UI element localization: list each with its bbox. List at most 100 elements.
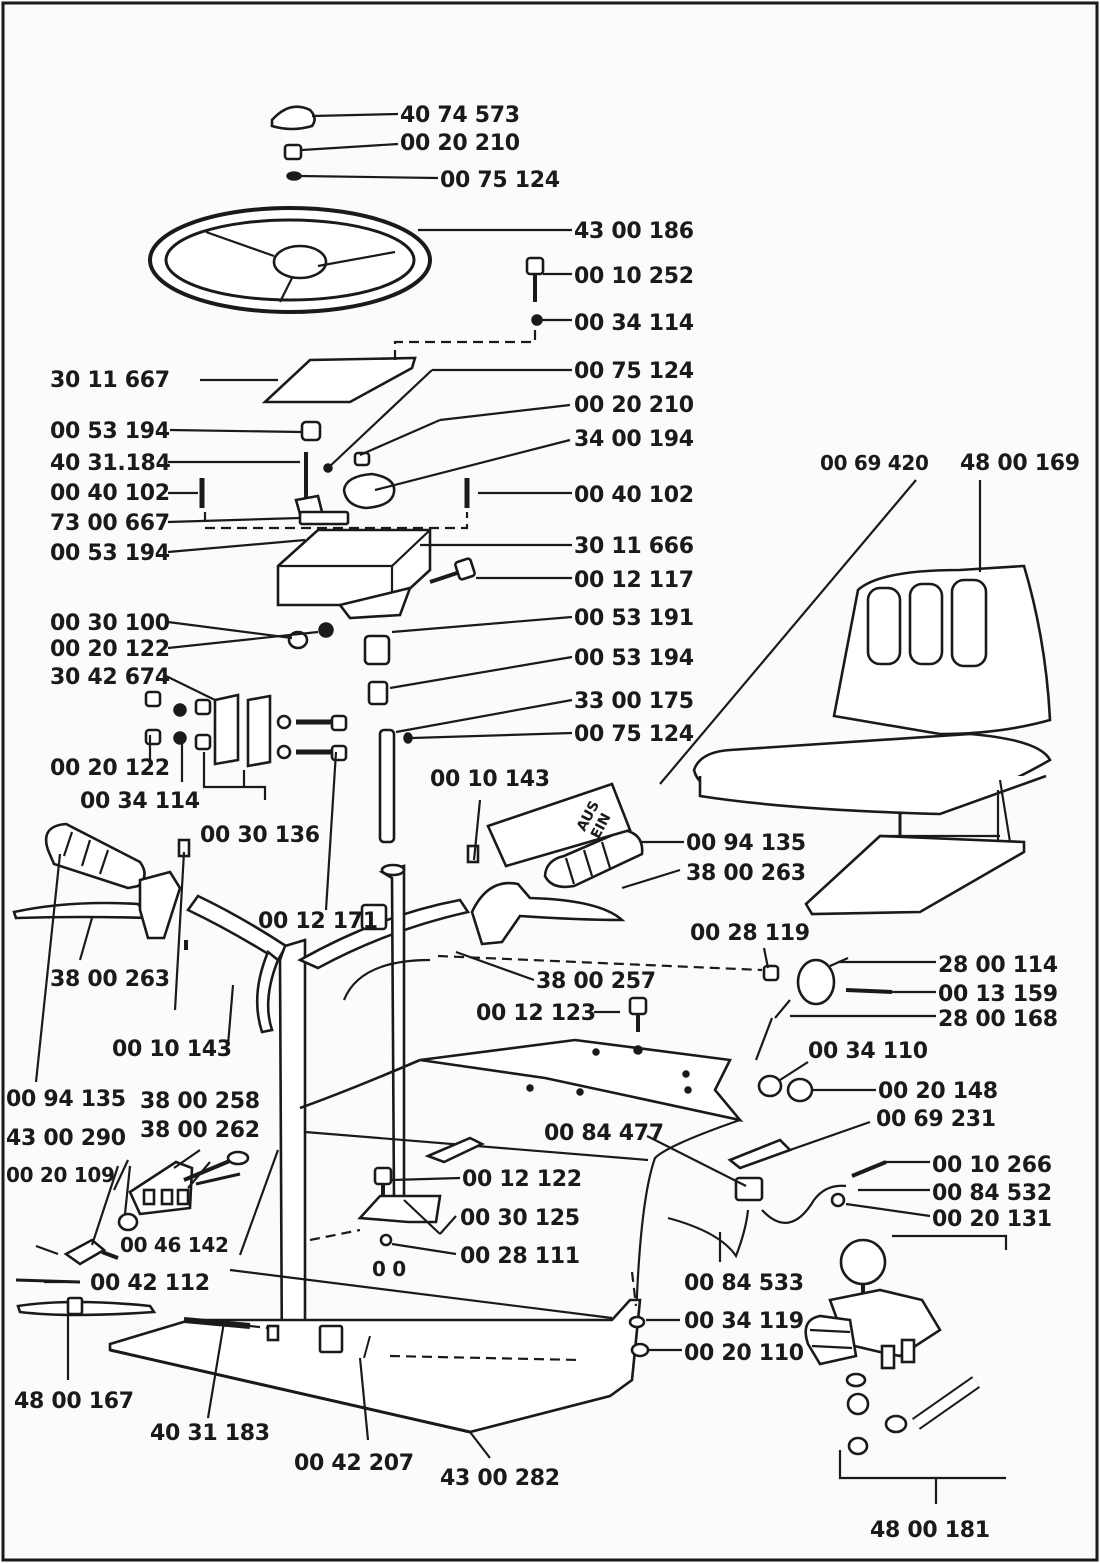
- washer-00-34-119: [628, 1315, 646, 1329]
- label-30-11-667: 30 11 667: [50, 368, 170, 393]
- label-43-00-282: 43 00 282: [440, 1466, 560, 1491]
- label-00-34-110: 00 34 110: [808, 1039, 928, 1064]
- label-00-53-194-a: 00 53 194: [50, 419, 170, 444]
- label-00-30-125: 00 30 125: [460, 1206, 580, 1231]
- bracket-plates: [144, 690, 348, 768]
- washer-00-34-114: [531, 314, 543, 326]
- label-00-75-124-a: 00 75 124: [440, 168, 560, 193]
- aus-ein-sticker: AUS EIN: [486, 782, 632, 868]
- steering-cap: [270, 105, 316, 131]
- washer-00-34-110: [757, 1074, 783, 1098]
- washer-00-20-131: [830, 1192, 846, 1208]
- label-48-00-169: 48 00 169: [960, 451, 1080, 476]
- frame-tube-y: [186, 894, 471, 1372]
- pin-00-46-142: [101, 1250, 119, 1260]
- floor-plate-43-00-282: [108, 1268, 642, 1434]
- bolt-00-10-252: [525, 256, 545, 302]
- bracket-00-12-171: [360, 903, 388, 931]
- label-38-00-257: 38 00 257: [536, 969, 656, 994]
- washer-top: [286, 171, 302, 181]
- lever-40-31-184: [294, 452, 324, 516]
- fitting-b: [847, 1436, 869, 1456]
- steering-wheel: [148, 206, 432, 314]
- cotter-pin-a: [35, 1244, 59, 1256]
- hole-a: [592, 1048, 600, 1056]
- label-00-30-136: 00 30 136: [200, 823, 320, 848]
- label-43-00-290: 43 00 290: [6, 1126, 126, 1151]
- cable-00-84-532: [761, 1184, 847, 1224]
- label-00-10-266: 00 10 266: [932, 1153, 1052, 1178]
- key-00-75-124: [403, 732, 413, 744]
- label-00-20-110: 00 20 110: [684, 1341, 804, 1366]
- label-34-00-194: 34 00 194: [574, 427, 694, 452]
- hole-e: [684, 1086, 692, 1094]
- bolt-00-10-266: [851, 1160, 887, 1178]
- label-48-00-167: 48 00 167: [14, 1389, 134, 1414]
- screw-00-10-143-b: [466, 844, 480, 864]
- label-40-31-184: 40 31.184: [50, 451, 170, 476]
- steering-shaft-33-00-175: [378, 728, 396, 844]
- lever-arm-right: [470, 881, 626, 946]
- base-plate-00-30-125: [357, 1194, 442, 1224]
- label-00-12-171: 00 12 171: [258, 909, 378, 934]
- label-33-00-175: 33 00 175: [574, 689, 694, 714]
- label-38-00-262: 38 00 262: [140, 1118, 260, 1143]
- label-00-10-143-b: 00 10 143: [112, 1037, 232, 1062]
- tube-curve: [342, 958, 431, 1001]
- hidden-line-cover: [393, 330, 537, 360]
- label-40-74-573: 40 74 573: [400, 103, 520, 128]
- leader-lines: [34, 112, 982, 1504]
- panel-edge-right: [634, 1118, 741, 1321]
- label-40-31-183: 40 31 183: [150, 1421, 270, 1446]
- nut-00-20-148: [786, 1077, 814, 1103]
- hole-d: [682, 1070, 690, 1078]
- link-rod: [195, 1172, 241, 1186]
- switch-00-84-477: [734, 1176, 764, 1202]
- bracket-callout: [202, 752, 267, 800]
- lever-arm-left: [12, 870, 182, 940]
- label-oo: 0 0: [372, 1257, 406, 1281]
- label-00-34-114-b: 00 34 114: [80, 789, 200, 814]
- label-00-20-148: 00 20 148: [878, 1079, 998, 1104]
- label-38-00-263-a: 38 00 263: [686, 861, 806, 886]
- label-00-13-159: 00 13 159: [938, 982, 1058, 1007]
- bushing-00-53-194-a: [300, 420, 322, 442]
- label-00-30-100: 00 30 100: [50, 611, 170, 636]
- side-panel-top: [419, 1038, 744, 1123]
- cable-00-84-533: [667, 1209, 750, 1259]
- pin-00-42-207: [363, 1335, 371, 1359]
- oring-a: [845, 1372, 867, 1388]
- label-00-94-135-a: 00 94 135: [686, 831, 806, 856]
- hose-inner: [913, 1377, 979, 1429]
- hole-c: [576, 1088, 584, 1096]
- linkage-bracket: [128, 1150, 250, 1216]
- hole-b: [526, 1084, 534, 1092]
- bolt-00-13-159: [845, 988, 893, 994]
- hydraulic-valve: [804, 1238, 942, 1370]
- label-00-20-210-b: 00 20 210: [574, 393, 694, 418]
- clip-bracket: [318, 1324, 344, 1354]
- label-00-20-109: 00 20 109: [6, 1163, 115, 1187]
- seat: [692, 564, 1052, 916]
- cover-plate: [261, 356, 417, 404]
- star-knob: [342, 472, 396, 510]
- column-top: [380, 863, 406, 877]
- label-00-20-122-b: 00 20 122: [50, 756, 170, 781]
- wire-28-00-168: [774, 999, 791, 1019]
- part-number-labels: 40 74 573 00 20 210 00 75 124 43 00 186 …: [6, 103, 1080, 1543]
- washer-00-20-122: [318, 622, 334, 638]
- grip-right: [543, 828, 644, 889]
- pedal-bar-48-00-167: [16, 1296, 157, 1317]
- clip-a: [266, 1324, 280, 1342]
- label-00-20-131: 00 20 131: [932, 1207, 1052, 1232]
- label-30-42-674: 30 42 674: [50, 665, 170, 690]
- label-00-84-533: 00 84 533: [684, 1271, 804, 1296]
- small-bracket: [424, 1136, 485, 1164]
- clevis: [63, 1238, 107, 1266]
- label-00-42-112: 00 42 112: [90, 1271, 210, 1296]
- label-00-28-111: 00 28 111: [460, 1244, 580, 1269]
- bolt-00-12-117: [429, 557, 476, 584]
